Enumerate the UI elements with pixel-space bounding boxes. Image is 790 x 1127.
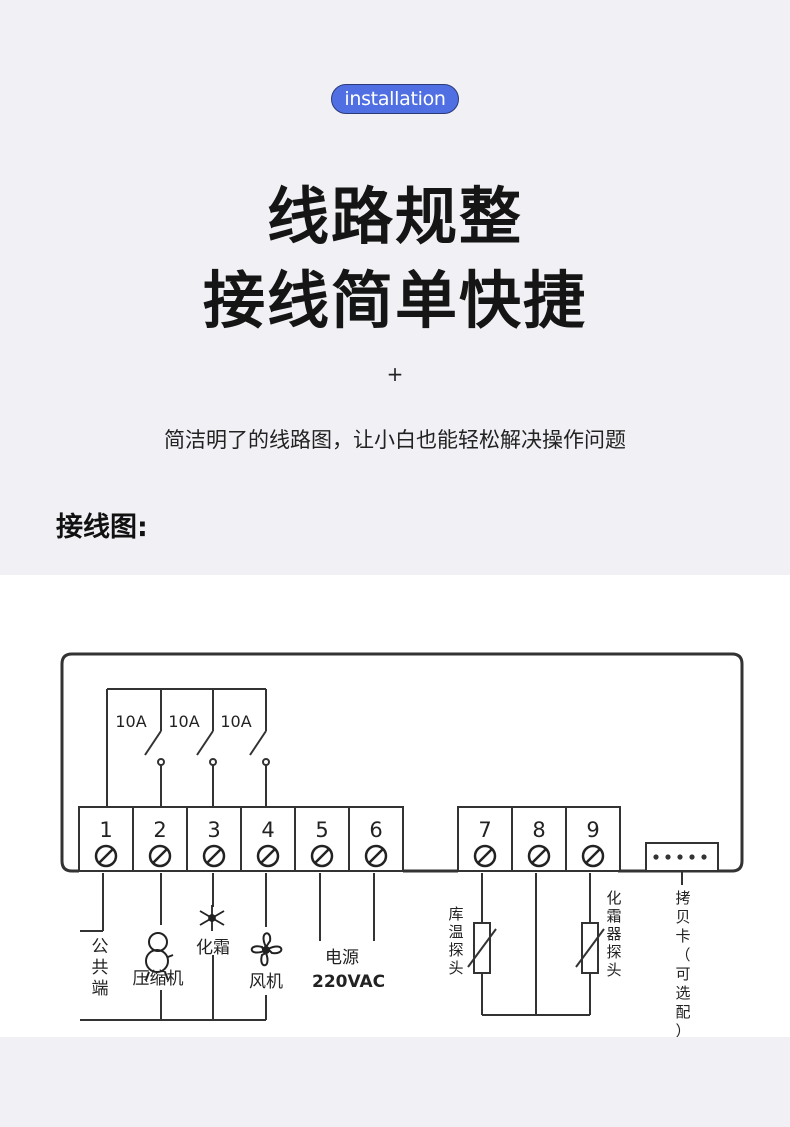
terminal-number: 1 <box>99 818 112 842</box>
voltage-label: 220VAC <box>312 972 385 992</box>
terminal-8: 8 <box>511 806 567 872</box>
terminal-2: 2 <box>132 806 188 872</box>
terminal-number: 9 <box>586 818 599 842</box>
headline-line-1: 线路规整 <box>266 180 523 253</box>
section-title: 接线图: <box>56 512 148 543</box>
compressor-label: 压缩机 <box>133 969 184 989</box>
terminal-number: 3 <box>207 818 220 842</box>
terminal-number: 2 <box>153 818 166 842</box>
wiring-diagram: 10A 10A 10A 1 2 3 4 5 6 7 8 9 <box>60 652 744 1040</box>
terminal-number: 8 <box>532 818 545 842</box>
subtitle: 简洁明了的线路图，让小白也能轻松解决操作问题 <box>164 428 626 452</box>
headline-line-2: 接线简单快捷 <box>202 264 587 337</box>
terminal-3: 3 <box>186 806 242 872</box>
defrost-probe-label: 化霜器探头 <box>606 889 621 979</box>
terminal-5: 5 <box>294 806 350 872</box>
relay-rating-label: 10A <box>168 712 199 731</box>
terminal-number: 4 <box>261 818 274 842</box>
relay-rating-label: 10A <box>115 712 146 731</box>
external-wiring <box>80 873 605 1021</box>
terminal-9: 9 <box>565 806 621 872</box>
terminal-1: 1 <box>78 806 134 872</box>
footer-band <box>0 1037 790 1127</box>
plus-sign: + <box>386 362 404 386</box>
header-section: installation 线路规整 接线简单快捷 + 简洁明了的线路图，让小白也… <box>56 84 626 543</box>
relay-bus <box>106 688 270 807</box>
defrost-label: 化霜 <box>196 938 230 958</box>
terminal-number: 5 <box>315 818 328 842</box>
terminal-4: 4 <box>240 806 296 872</box>
fan-icon <box>250 932 283 967</box>
room-probe-label: 库温探头 <box>448 905 463 977</box>
installation-badge: installation <box>331 84 459 114</box>
relay-rating-label: 10A <box>220 712 251 731</box>
snowflake-icon <box>199 905 225 931</box>
terminal-number: 7 <box>478 818 491 842</box>
copy-card-label: 拷贝卡（可选配） <box>675 889 690 1037</box>
terminal-number: 6 <box>369 818 382 842</box>
copy-card-port <box>645 842 719 885</box>
compressor-icon <box>145 932 174 981</box>
wiring-diagram-area: 10A 10A 10A 1 2 3 4 5 6 7 8 9 <box>0 575 790 1040</box>
terminal-7: 7 <box>457 806 513 872</box>
power-label: 电源 <box>325 948 359 968</box>
fan-label: 风机 <box>249 972 283 992</box>
terminal-6: 6 <box>348 806 404 872</box>
common-label: 公共端 <box>92 937 109 999</box>
controller-body <box>60 652 744 873</box>
